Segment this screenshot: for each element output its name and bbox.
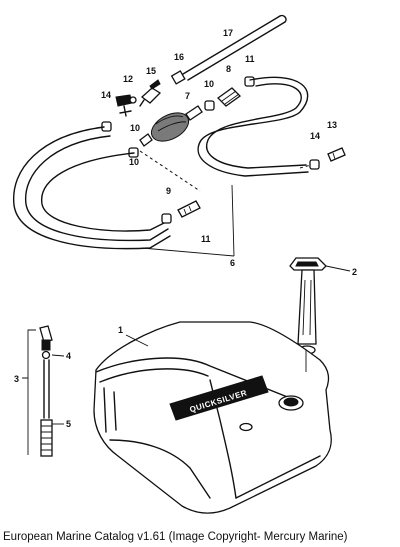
part-6-hose-right [197, 76, 309, 177]
label-1: 1 [118, 325, 123, 335]
part-17-hose [182, 14, 287, 81]
label-13: 13 [327, 120, 337, 130]
label-16: 16 [174, 52, 184, 62]
label-2: 2 [352, 267, 357, 277]
part-6-hose-left [12, 126, 171, 250]
label-15: 15 [146, 66, 156, 76]
label-14-right: 14 [310, 131, 320, 141]
label-9: 9 [166, 186, 171, 196]
label-6: 6 [230, 258, 235, 268]
part-12-valve [115, 94, 137, 117]
label-12: 12 [123, 74, 133, 84]
part-11-clamp-bottom [161, 213, 172, 224]
part-1-fuel-tank: QUICKSILVER [93, 321, 332, 514]
label-17: 17 [223, 28, 233, 38]
label-10-low: 10 [129, 157, 139, 167]
label-11-top: 11 [245, 54, 255, 64]
part-2-fuel-gauge [289, 257, 351, 355]
label-14-left: 14 [101, 90, 111, 100]
label-8: 8 [226, 64, 231, 74]
fuel-system-exploded-diagram: QUICKSILVER 17 16 15 12 14 7 10 8 11 10 … [12, 14, 357, 514]
part-10-clamp-top [204, 100, 215, 111]
label-5: 5 [66, 419, 71, 429]
label-7: 7 [185, 91, 190, 101]
part-9-fitting [177, 200, 201, 218]
part-15-fitting [139, 79, 162, 107]
image-caption: European Marine Catalog v1.61 (Image Cop… [3, 531, 348, 543]
part-11-clamp-top [244, 76, 255, 87]
part-14-clamp-left [101, 121, 112, 132]
part-3-pickup-assembly [22, 325, 65, 457]
part-7-primer-bulb [139, 105, 203, 147]
part-16-clamp [170, 70, 186, 85]
part-8-connector [216, 87, 242, 107]
label-4: 4 [66, 351, 71, 361]
part-labels: 17 16 15 12 14 7 10 8 11 10 10 14 13 9 1… [14, 28, 357, 429]
label-10-top: 10 [204, 79, 214, 89]
part-14-clamp-right [309, 159, 320, 170]
part-13-fitting [327, 147, 346, 162]
label-3: 3 [14, 374, 19, 384]
label-11-bottom: 11 [201, 234, 211, 244]
label-10-mid: 10 [130, 123, 140, 133]
